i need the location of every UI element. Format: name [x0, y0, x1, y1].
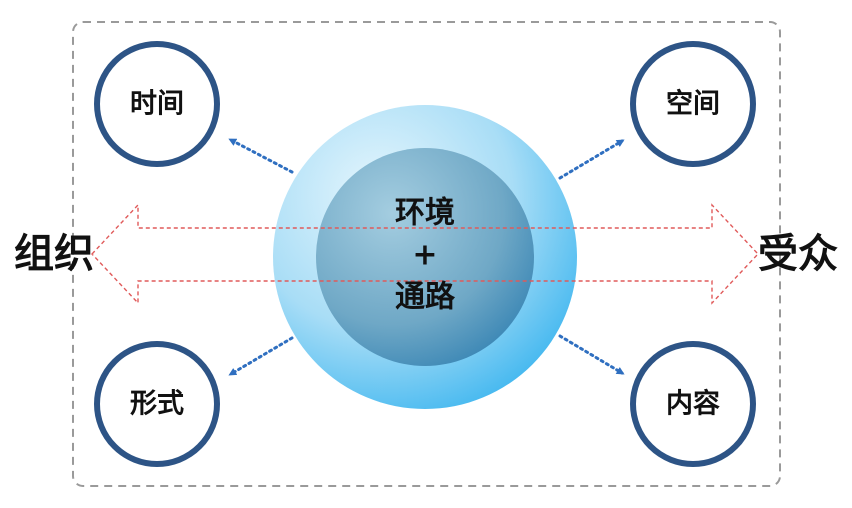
node-label-top-right: 空间 — [666, 88, 720, 120]
core-inner-circle — [316, 148, 534, 366]
node-label-top-left: 时间 — [130, 89, 184, 120]
arrow-to-top-right — [558, 139, 625, 180]
dashed-frame — [72, 21, 781, 487]
node-bottom-left: 形式 — [94, 341, 220, 467]
arrow-to-bottom-left — [228, 336, 294, 376]
node-top-right: 空间 — [630, 41, 756, 167]
core-label-line1: 环境 — [395, 196, 455, 231]
core-label-plus: + — [412, 238, 437, 273]
left-label: 组织 — [14, 231, 94, 277]
node-label-bottom-right: 内容 — [666, 388, 720, 420]
right-label: 受众 — [758, 231, 838, 277]
node-top-left: 时间 — [94, 41, 220, 167]
double-arrow-band — [91, 203, 759, 305]
node-label-bottom-left: 形式 — [130, 389, 184, 420]
core-label-line3: 通路 — [395, 280, 456, 315]
arrow-to-top-left — [228, 138, 294, 174]
arrow-to-bottom-right — [558, 334, 625, 375]
node-bottom-right: 内容 — [630, 341, 756, 467]
